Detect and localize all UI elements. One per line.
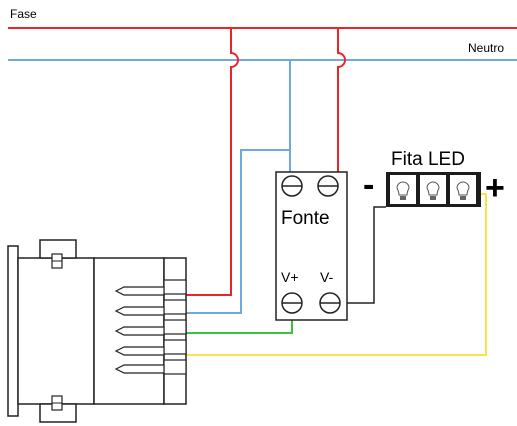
fase-label: Fase (10, 7, 37, 21)
lightbulb-icon (420, 175, 446, 204)
v-minus-wire (340, 206, 386, 304)
neutro-drop-module (186, 149, 290, 314)
lightbulb-icon (450, 175, 476, 204)
fase-drop-module (186, 28, 239, 296)
fonte-terminal-v-plus (281, 292, 303, 314)
led-plus-wire (186, 193, 487, 356)
lightbulb-icon (390, 175, 416, 204)
switch-module (7, 239, 187, 423)
fonte-terminal-top-left (281, 175, 303, 197)
v-minus-label: V- (320, 269, 334, 285)
fonte-terminal-top-right (317, 175, 339, 197)
led-plus-sign: + (485, 169, 505, 207)
fonte-terminal-v-minus (319, 292, 341, 314)
v-plus-label: V+ (281, 269, 299, 285)
fase-drop-fonte (337, 28, 346, 172)
fita-led-label: Fita LED (391, 149, 465, 170)
led-minus-sign: - (363, 166, 374, 204)
neutro-label: Neutro (468, 41, 504, 55)
fonte-label: Fonte (281, 208, 330, 229)
fonte-box (275, 171, 348, 321)
